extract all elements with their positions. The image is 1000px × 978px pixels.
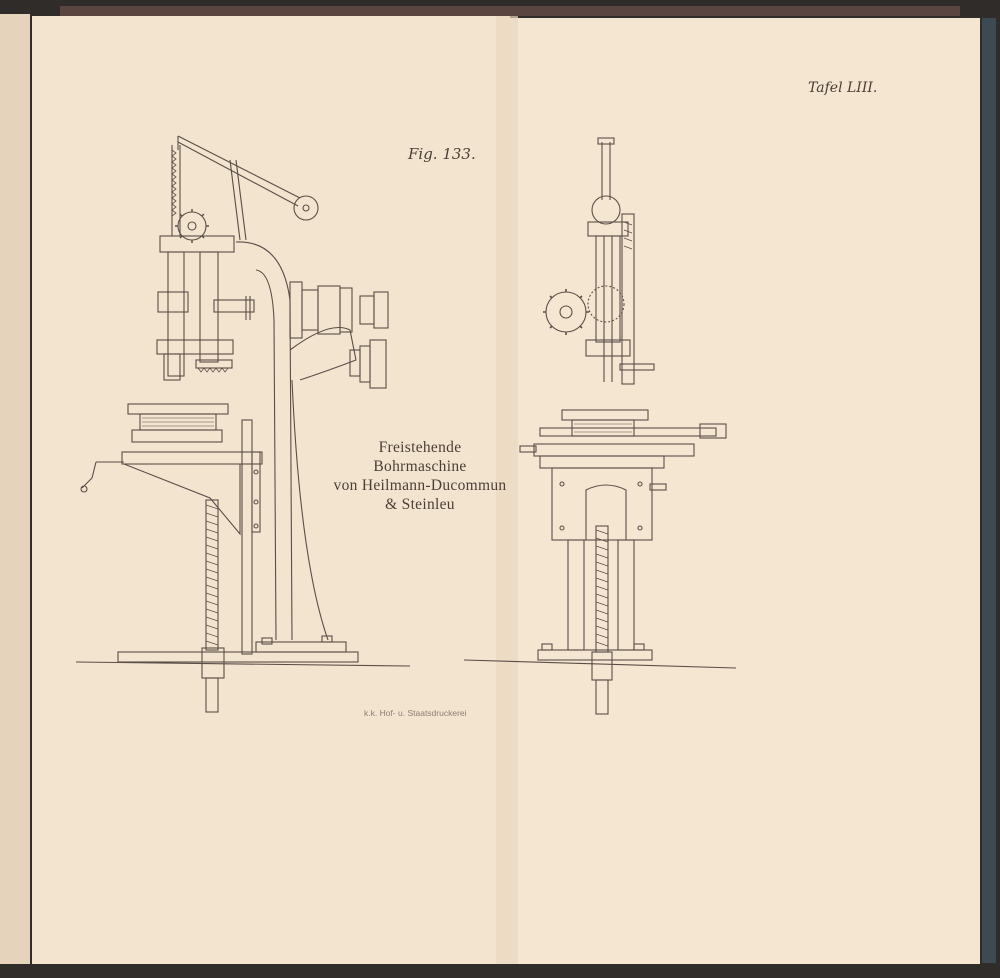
plate-title: Freistehende Bohrmaschine von Heilmann-D… bbox=[330, 438, 510, 514]
title-line: Freistehende bbox=[378, 439, 462, 456]
right-cover-edge bbox=[982, 18, 996, 963]
title-line: Bohrmaschine bbox=[373, 458, 467, 475]
left-page bbox=[32, 16, 510, 964]
side-view-drawing bbox=[75, 135, 411, 713]
left-flyleaf bbox=[0, 14, 30, 964]
book-top-edge bbox=[60, 6, 960, 16]
right-page bbox=[508, 18, 980, 964]
gutter bbox=[496, 16, 518, 964]
title-line: von Heilmann-Ducommun bbox=[333, 477, 507, 494]
figure-label: Fig. 133. bbox=[408, 145, 476, 163]
title-line: & Steinleu bbox=[385, 496, 455, 513]
plate-label: Tafel LIII. bbox=[808, 80, 878, 96]
front-view-drawing bbox=[463, 137, 737, 715]
printer-credit: k.k. Hof- u. Staatsdruckerei bbox=[364, 708, 467, 718]
